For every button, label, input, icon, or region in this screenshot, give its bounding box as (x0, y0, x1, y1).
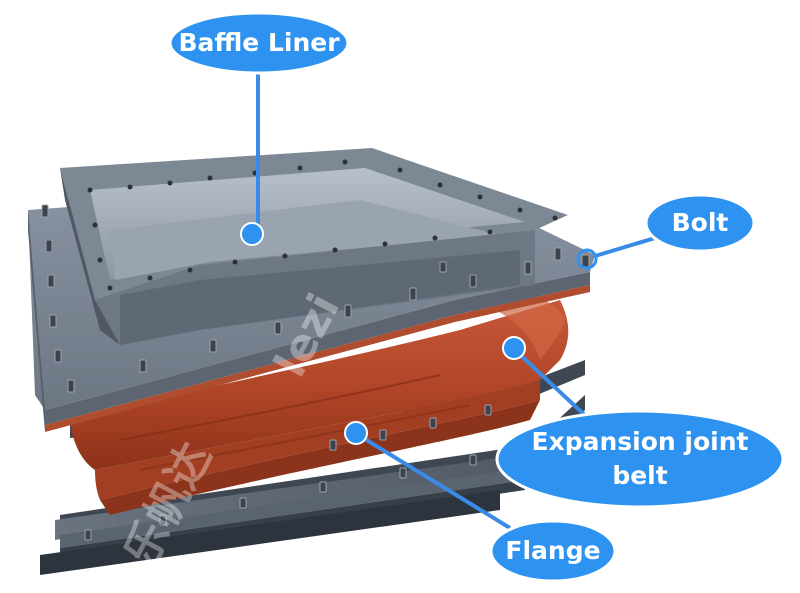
label-flange: Flange (505, 536, 600, 565)
expansion-joint-product: 乐帆达 lezi (28, 148, 595, 575)
leader-ring-bolt (576, 248, 598, 270)
callout-bubble-flange (489, 519, 617, 583)
leader-dot-flange (344, 421, 368, 445)
label-expansion-joint-line2: belt (612, 461, 667, 490)
leader-dot-expansion-belt (502, 336, 526, 360)
leader-line-expansion-belt (513, 348, 592, 422)
callout-baffle-liner: Baffle Liner (168, 11, 350, 246)
callout-bubble-expansion-belt (495, 409, 785, 509)
leader-dot-baffle-liner (240, 222, 264, 246)
baffle-liner (60, 148, 568, 345)
callout-bolt: Bolt (576, 193, 756, 270)
callout-bubble-bolt (644, 193, 756, 253)
bottom-flange (40, 360, 585, 575)
callouts: Baffle Liner Bolt Expansion joint belt F… (168, 11, 785, 583)
expansion-belt-fabric (70, 295, 569, 515)
flange-bolts (41, 204, 590, 541)
label-bolt: Bolt (672, 208, 729, 237)
label-expansion-joint-line1: Expansion joint (532, 427, 749, 456)
leader-line-flange (358, 434, 512, 530)
callout-bubble-baffle-liner (168, 11, 350, 75)
callout-expansion-joint-belt: Expansion joint belt (495, 336, 785, 509)
callout-flange: Flange (344, 421, 617, 583)
label-baffle-liner: Baffle Liner (178, 28, 340, 57)
